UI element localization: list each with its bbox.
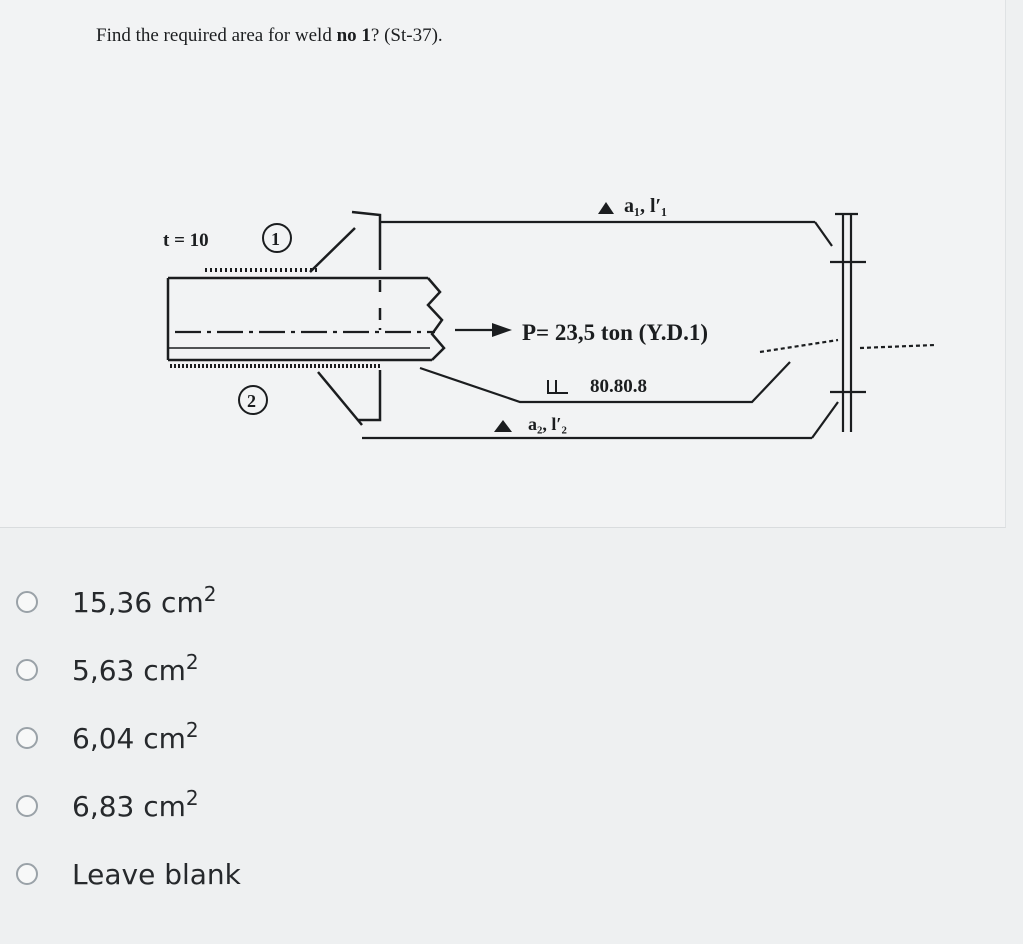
angle-symbol <box>547 380 568 394</box>
option-3[interactable]: 6,04 cm2 <box>0 704 600 772</box>
leader-lines <box>362 220 839 440</box>
weld2-triangle <box>494 420 512 432</box>
load-label: P= 23,5 ton (Y.D.1) <box>522 320 708 345</box>
question-emphasis: no 1 <box>336 25 371 46</box>
question-suffix: ? (St-37). <box>370 25 443 46</box>
question-card: Find the required area for weld no 1? (S… <box>0 0 1006 528</box>
angle-label: 80.80.8 <box>590 376 647 397</box>
option-label: 6,04 cm2 <box>72 717 199 755</box>
option-label: 15,36 cm2 <box>72 581 217 619</box>
radio-button[interactable] <box>16 795 38 817</box>
load-arrow <box>492 323 512 337</box>
weld1-marker-circle <box>262 223 292 253</box>
weld2-marker-circle <box>238 385 268 415</box>
option-4[interactable]: 6,83 cm2 <box>0 772 600 840</box>
radio-button[interactable] <box>16 863 38 885</box>
option-5[interactable]: Leave blank <box>0 840 600 908</box>
angle-section <box>309 210 382 426</box>
question-text: Find the required area for weld no 1? (S… <box>96 25 443 47</box>
question-prefix: Find the required area for weld <box>96 25 337 46</box>
weld2-symbol: a₂, l′₂ <box>528 414 567 434</box>
radio-button[interactable] <box>16 727 38 749</box>
option-1[interactable]: 15,36 cm2 <box>0 568 600 636</box>
option-label: 6,83 cm2 <box>72 785 199 823</box>
weld1-marker: 1 <box>271 229 280 249</box>
radio-button[interactable] <box>16 659 38 681</box>
radio-button[interactable] <box>16 591 38 613</box>
option-label: 5,63 cm2 <box>72 649 199 687</box>
answer-options: 15,36 cm2 5,63 cm2 6,04 cm2 6,83 cm2 Lea… <box>0 568 600 908</box>
weld1-symbol: a₁, l′₁ <box>624 195 667 217</box>
thickness-label: t = 10 <box>163 230 209 251</box>
option-2[interactable]: 5,63 cm2 <box>0 636 600 704</box>
weld2-marker: 2 <box>247 391 256 411</box>
plate <box>166 276 446 362</box>
weld-diagram: t = 10 1 2 a₁, l′₁ a₂, l′₂ P= 23,5 ton (… <box>163 195 936 440</box>
side-section <box>759 212 936 432</box>
weld1-triangle <box>598 202 614 214</box>
option-label: Leave blank <box>72 857 241 891</box>
